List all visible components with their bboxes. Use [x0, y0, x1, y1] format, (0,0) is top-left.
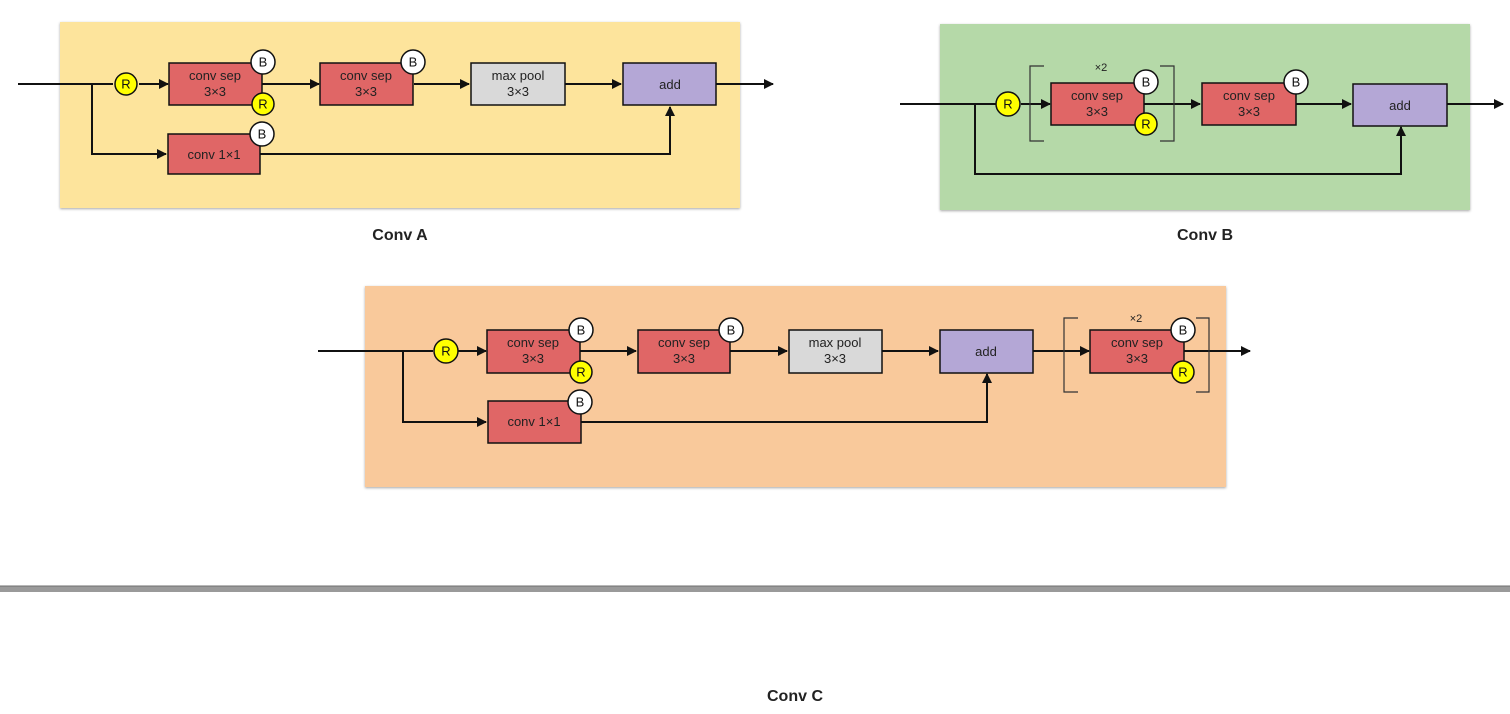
conv-c-sep3-relu-badge [1171, 360, 1195, 384]
conv-a-skip-label: conv 1×1 [187, 147, 240, 162]
conv-a-skip-bn-label: B [258, 127, 267, 142]
conv-b-relu-badge [995, 91, 1021, 117]
conv-c-edges [318, 346, 1251, 427]
conv-c-add-node [939, 329, 1034, 374]
conv-b-add-node [1352, 83, 1448, 127]
conv-a-sep2-bn-badge [400, 49, 426, 75]
conv-b-skip-edge [974, 104, 1406, 175]
conv-c-panel [365, 286, 1226, 487]
conv-a-block: R conv sep 3×3 B R conv sep 3×3 B max po… [18, 22, 774, 244]
conv-c-sep2-line2: 3×3 [673, 351, 695, 366]
conv-c-skip-bn-label: B [576, 395, 585, 410]
conv-a-sep1-relu-label: R [258, 97, 267, 112]
conv-a-sep2-bn-label: B [409, 55, 418, 70]
conv-c-pool-line2: 3×3 [824, 351, 846, 366]
conv-a-skip-bn-badge [249, 121, 275, 147]
conv-c-sep3-relu-label: R [1178, 365, 1187, 380]
conv-b-sep1-bn-label: B [1142, 75, 1151, 90]
conv-a-sep2-line1: conv sep [340, 68, 392, 83]
conv-a-sep1-bn-label: B [259, 55, 268, 70]
conv-a-panel [60, 22, 740, 208]
conv-b-sep1-bn-badge [1133, 69, 1159, 95]
conv-a-relu-badge [114, 72, 138, 96]
conv-a-sep1-line1: conv sep [189, 68, 241, 83]
conv-c-sep1-bn-badge [568, 317, 594, 343]
conv-b-sep1-line1: conv sep [1071, 88, 1123, 103]
conv-c-relu-label: R [441, 344, 450, 359]
conv-b-sep1-line2: 3×3 [1086, 104, 1108, 119]
conv-a-add-node [622, 62, 717, 106]
conv-a-add-label: add [659, 77, 681, 92]
conv-c-skip-branch-edge [402, 351, 487, 427]
conv-c-sep1-line1: conv sep [507, 335, 559, 350]
conv-c-sep2-bn-label: B [727, 323, 736, 338]
conv-c-relu-badge [433, 338, 459, 364]
conv-a-sep1-node [168, 62, 263, 106]
conv-c-caption: Conv C [767, 688, 823, 705]
conv-c-sep3-line2: 3×3 [1126, 351, 1148, 366]
conv-b-sep2-bn-badge [1283, 69, 1309, 95]
conv-c-pool-node [788, 329, 883, 374]
conv-a-caption: Conv A [372, 227, 428, 244]
conv-b-block: ×2 R conv sep 3×3 B R conv sep 3×3 B add… [900, 24, 1504, 244]
conv-b-sep2-node [1201, 82, 1297, 126]
page-divider [0, 586, 1510, 592]
conv-c-skip-node [487, 400, 582, 444]
conv-a-relu-label: R [121, 77, 130, 92]
conv-c-sep1-bn-label: B [577, 323, 586, 338]
conv-b-caption: Conv B [1177, 227, 1233, 244]
conv-c-sep2-bn-badge [718, 317, 744, 343]
conv-c-sep1-relu-label: R [576, 365, 585, 380]
conv-c-skip-label: conv 1×1 [507, 414, 560, 429]
conv-a-skip-branch-edge [91, 84, 167, 159]
conv-c-sep3-line1: conv sep [1111, 335, 1163, 350]
conv-c-sep3-node [1089, 329, 1185, 374]
conv-b-sep2-bn-label: B [1292, 75, 1301, 90]
conv-c-repeat-bracket [1063, 317, 1210, 393]
conv-a-skip-node [167, 133, 261, 175]
conv-c-block: ×2 R conv sep 3×3 B R conv sep 3×3 B max… [318, 286, 1251, 487]
conv-c-add-label: add [975, 344, 997, 359]
conv-c-repeat-label: ×2 [1130, 313, 1143, 325]
conv-b-sep2-line1: conv sep [1223, 88, 1275, 103]
conv-a-skip-to-add-edge [260, 106, 675, 155]
conv-b-sep1-node [1050, 82, 1145, 126]
conv-b-sep1-relu-badge [1134, 112, 1158, 136]
conv-a-sep1-line2: 3×3 [204, 84, 226, 99]
conv-c-sep1-node [486, 329, 581, 374]
conv-c-sep1-line2: 3×3 [522, 351, 544, 366]
conv-a-sep1-relu-badge [251, 92, 275, 116]
conv-c-pool-line1: max pool [809, 335, 862, 350]
conv-c-skip-bn-badge [567, 389, 593, 415]
conv-b-sep2-line2: 3×3 [1238, 104, 1260, 119]
conv-a-pool-node [470, 62, 566, 106]
conv-b-repeat-label: ×2 [1095, 62, 1108, 74]
conv-c-sep3-bn-label: B [1179, 323, 1188, 338]
conv-a-pool-line2: 3×3 [507, 84, 529, 99]
conv-b-add-label: add [1389, 98, 1411, 113]
conv-c-sep1-relu-badge [569, 360, 593, 384]
conv-b-repeat-bracket [1029, 65, 1175, 142]
conv-b-relu-label: R [1003, 97, 1012, 112]
conv-a-sep2-node [319, 62, 414, 106]
conv-a-pool-line1: max pool [492, 68, 545, 83]
conv-a-edges [18, 79, 774, 159]
conv-c-sep2-line1: conv sep [658, 335, 710, 350]
conv-c-skip-to-add-edge [581, 373, 992, 423]
conv-b-sep1-relu-label: R [1141, 117, 1150, 132]
conv-c-sep2-node [637, 329, 731, 374]
conv-b-edges [900, 99, 1504, 175]
conv-a-sep2-line2: 3×3 [355, 84, 377, 99]
conv-a-sep1-bn-badge [250, 49, 276, 75]
conv-c-sep3-bn-badge [1170, 317, 1196, 343]
